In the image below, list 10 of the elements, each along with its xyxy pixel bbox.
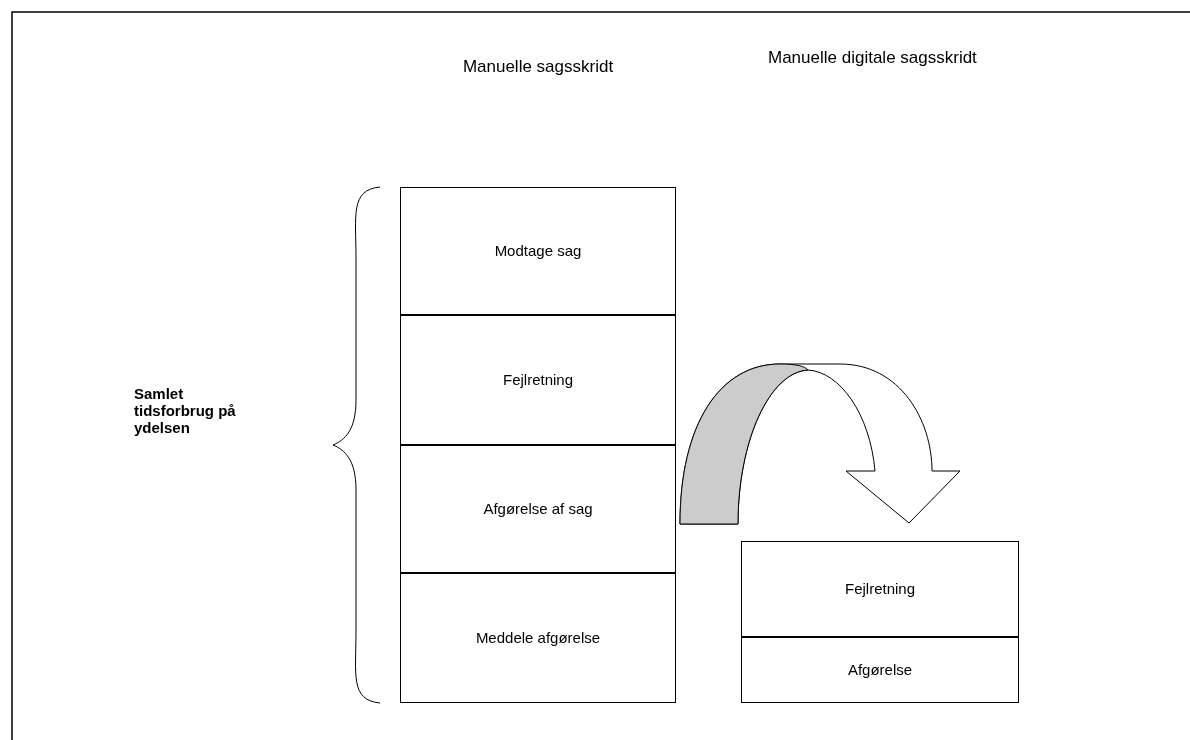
process-box: Modtage sag bbox=[400, 187, 676, 315]
column-heading: Manuelle digitale sagsskridt bbox=[768, 47, 978, 69]
curved-block-arrow bbox=[679, 363, 961, 525]
process-box: Afgørelse af sag bbox=[400, 445, 676, 573]
column-heading: Manuelle sagsskridt bbox=[461, 56, 615, 78]
brace-label: Samlet tidsforbrug på ydelsen bbox=[134, 385, 237, 436]
process-box: Afgørelse bbox=[741, 637, 1019, 703]
process-box: Meddele afgørelse bbox=[400, 573, 676, 703]
process-box: Fejlretning bbox=[400, 315, 676, 445]
process-box: Fejlretning bbox=[741, 541, 1019, 637]
